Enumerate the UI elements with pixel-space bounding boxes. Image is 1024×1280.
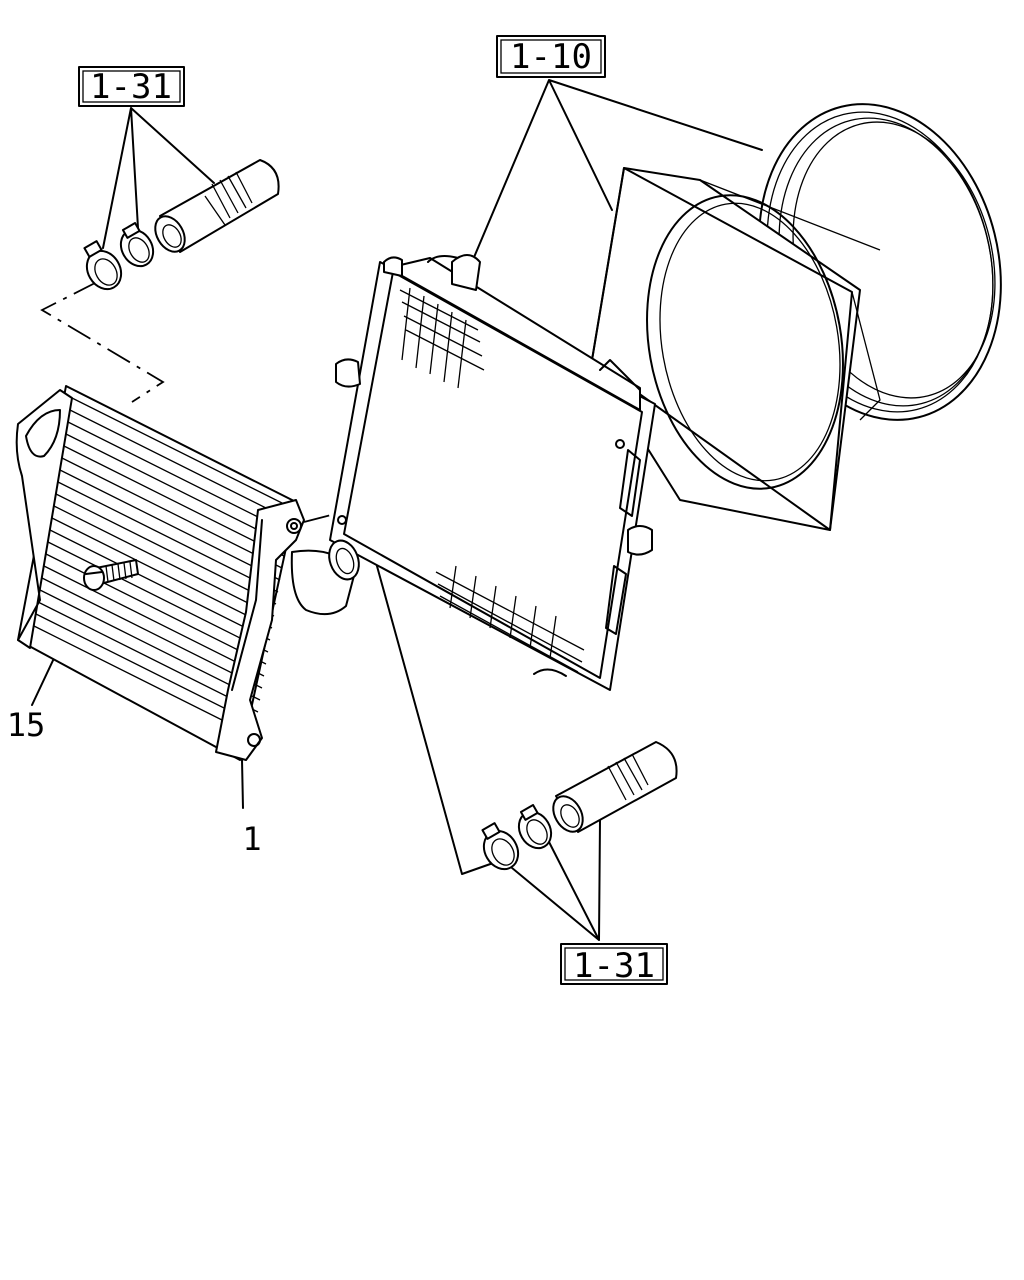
lower-hose bbox=[552, 741, 678, 833]
ref-box-top[interactable]: 1-10 bbox=[496, 35, 606, 78]
ref-label-hose-kit-upper: 1-31 bbox=[90, 67, 172, 107]
upper-hose bbox=[154, 159, 280, 253]
radiator[interactable] bbox=[329, 254, 656, 691]
upper-clamp-2 bbox=[119, 222, 155, 268]
lower-clamp-2 bbox=[517, 804, 553, 850]
intercooler[interactable] bbox=[15, 385, 364, 761]
leader-lines bbox=[31, 79, 763, 941]
ref-box-upper-left[interactable]: 1-31 bbox=[78, 66, 185, 107]
fan-shroud[interactable] bbox=[591, 78, 1024, 531]
ref-box-lower-right[interactable]: 1-31 bbox=[560, 943, 668, 986]
bolt[interactable] bbox=[83, 559, 139, 591]
upper-hose-kit[interactable] bbox=[80, 159, 280, 295]
part-number-intercooler: 1 bbox=[242, 820, 261, 858]
lower-hose-kit[interactable] bbox=[477, 741, 678, 875]
ref-label-radiator-assembly: 1-10 bbox=[510, 37, 592, 77]
lower-clamp-1 bbox=[481, 822, 520, 871]
ref-label-hose-kit-lower: 1-31 bbox=[573, 946, 655, 986]
upper-clamp-1 bbox=[83, 240, 123, 291]
part-number-bolt: 15 bbox=[7, 706, 46, 744]
